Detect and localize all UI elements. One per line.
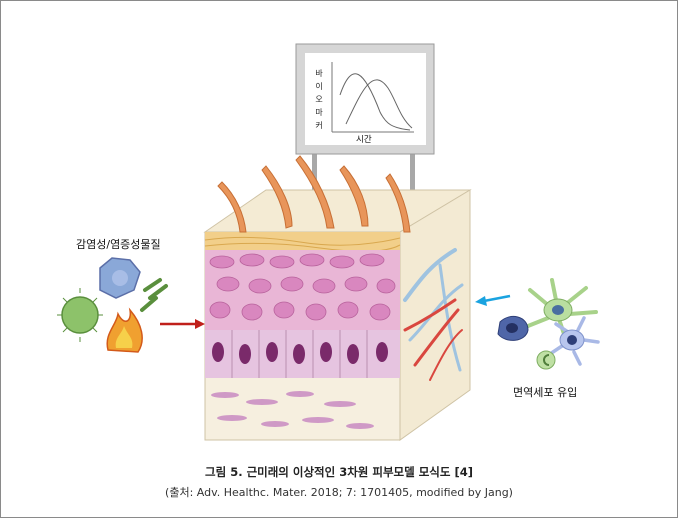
immune-cells bbox=[497, 278, 600, 370]
monitor-y-char-2: 이 bbox=[315, 82, 323, 91]
figure-caption: 그림 5. 근미래의 이상적인 3차원 피부모델 모식도 [4] bbox=[205, 465, 473, 479]
skin-side-face bbox=[399, 189, 471, 441]
skin-block bbox=[203, 155, 472, 441]
biomarker-curve-1 bbox=[339, 73, 411, 131]
monitor-y-char-5: 커 bbox=[315, 121, 323, 130]
monitor-y-char-4: 마 bbox=[315, 108, 323, 117]
bacilli-icon bbox=[140, 278, 168, 312]
immune-infiltration-label: 면역세포 유입 bbox=[513, 386, 578, 399]
monitor-y-char-3: 오 bbox=[315, 95, 323, 104]
monitor-pole-right bbox=[410, 152, 415, 204]
biomarker-curve-2 bbox=[345, 79, 413, 129]
hair-follicles bbox=[217, 155, 411, 233]
red-arrow-icon bbox=[160, 319, 205, 329]
blue-arrow-icon bbox=[475, 294, 511, 306]
monitor-x-label: 시간 bbox=[356, 135, 372, 145]
figure-source: (출처: Adv. Healthc. Mater. 2018; 7: 17014… bbox=[165, 486, 513, 499]
biomarker-monitor bbox=[295, 43, 435, 155]
monitor-y-char-1: 바 bbox=[315, 69, 323, 78]
bacterium-icon bbox=[61, 296, 99, 334]
blood-vessels bbox=[403, 248, 464, 381]
stratum-corneum bbox=[205, 232, 400, 250]
monocyte-icon bbox=[536, 350, 556, 370]
infectious-agents-label: 감염성/염증성물질 bbox=[76, 238, 161, 251]
infectious-agents bbox=[57, 257, 168, 353]
